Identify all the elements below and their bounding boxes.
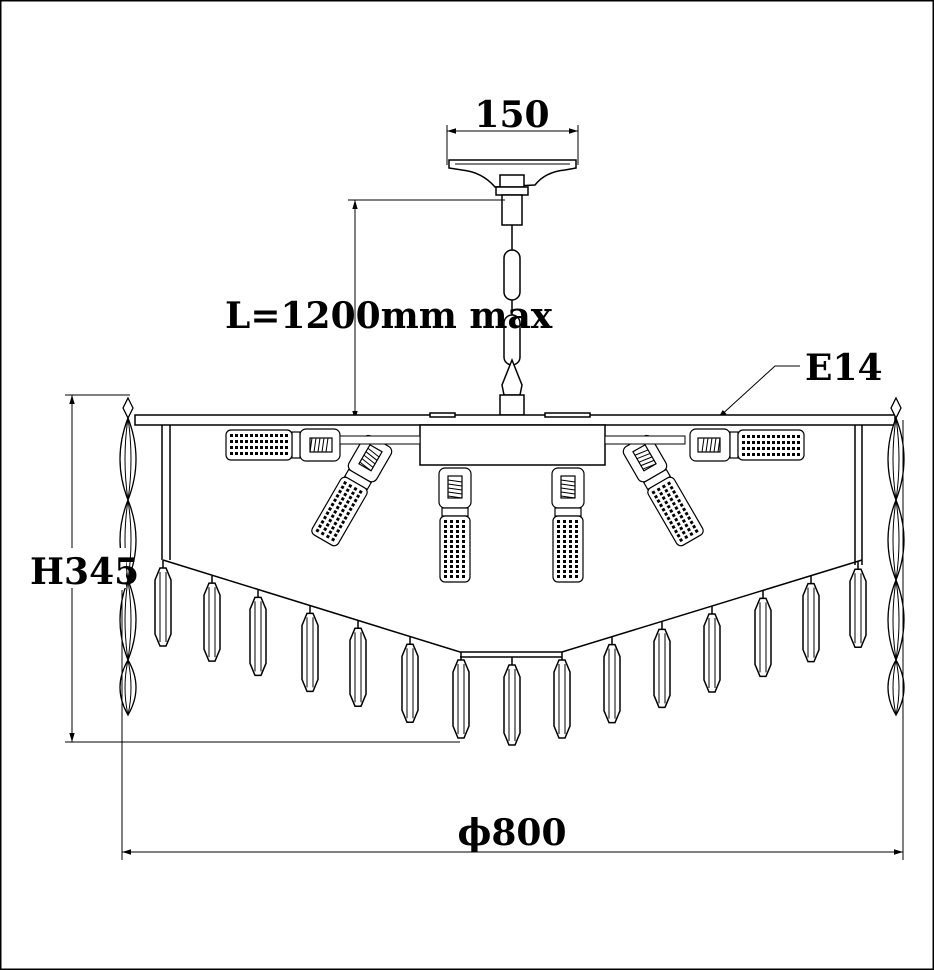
light-bulbs [225,428,805,583]
bulb [689,428,805,462]
frame [134,412,896,658]
crystal-drop [452,652,470,739]
crystal-drop [503,657,521,746]
crystal-drop [349,620,367,707]
crystal-column [887,396,905,717]
crystal-column [119,396,137,717]
crystal-drop [249,589,267,677]
bulb [311,434,393,547]
crystal-drop [849,561,867,648]
diameter-label: ϕ800 [457,812,566,854]
crystal-drop [154,560,172,647]
bulb [438,467,472,583]
crystal-drop [603,636,621,724]
crystal-drop [553,652,571,739]
bulb [225,428,341,462]
canopy-width-label: 150 [474,94,549,136]
bulb [551,467,585,583]
bulb [622,434,704,547]
chain-length-label: L=1200mm max [225,295,553,337]
crystal-drop [653,621,671,709]
crystal-drop [802,575,820,663]
height-label: H345 [30,551,139,593]
crystal-pendants [119,396,905,746]
crystal-drop [703,606,721,693]
height-dimension: H345 [28,394,460,743]
crystal-drop [754,590,772,678]
crystal-drop [203,575,221,662]
canopy-dimension: 150 [446,94,579,165]
socket-label: E14 [805,347,883,389]
canopy [448,159,577,226]
diameter-dimension: ϕ800 [121,420,904,860]
socket-callout: E14 [717,347,883,419]
crystal-drop [301,605,319,693]
crystal-drop [401,636,419,724]
chain-length-dimension: L=1200mm max [225,199,553,420]
